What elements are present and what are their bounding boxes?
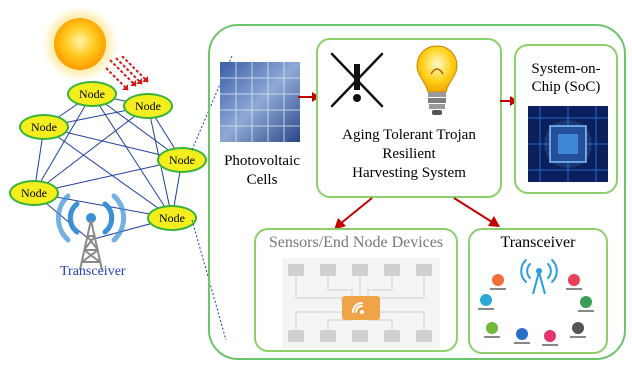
node-label: Node [135,98,161,113]
sun-rays [105,56,149,91]
node-3: Node [19,114,69,140]
node-4: Node [157,147,207,173]
harvesting-system-label: Aging Tolerant Trojan Resilient Harvesti… [318,126,500,183]
photovoltaic-label-line1: Photovoltaic [224,153,300,169]
transceiver-label: Transceiver [500,234,576,251]
light-bulb-icon [416,45,458,115]
solar-panel-image [220,62,300,142]
soc-label: System-on- Chip (SoC) [516,60,616,96]
node-label: Node [79,86,105,101]
photovoltaic-label: Photovoltaic Cells [222,152,302,190]
photovoltaic-label-line2: Cells [246,172,278,188]
node-2: Node [123,93,173,119]
sensors-label: Sensors/End Node Devices [268,234,444,251]
node-label: Node [159,210,185,225]
network-transceiver-label: Transceiver [60,264,126,279]
arrow-harvest-to-transceiver [453,197,500,227]
node-1: Node [67,81,117,107]
arrow-harvest-to-sensors [334,197,373,230]
harvesting-label-line3: Harvesting System [352,165,466,181]
sun-icon [42,6,118,82]
transceiver-tower-icon [55,193,127,270]
chip-image [528,106,608,182]
harvesting-system-card [316,38,502,198]
node-6: Node [147,205,197,231]
harvesting-label-line2: Resilient [382,146,436,162]
iot-hub-image [478,259,594,346]
soc-label-line1: System-on- [531,61,601,77]
system-container [208,24,626,360]
harvesting-label-line1: Aging Tolerant Trojan [342,127,476,143]
node-label: Node [169,152,195,167]
node-label: Node [21,185,47,200]
soc-label-line2: Chip (SoC) [531,79,601,95]
trojan-block-icon [330,52,384,108]
node-label: Node [31,119,57,134]
sensor-devices-image [282,258,440,348]
node-5: Node [9,180,59,206]
